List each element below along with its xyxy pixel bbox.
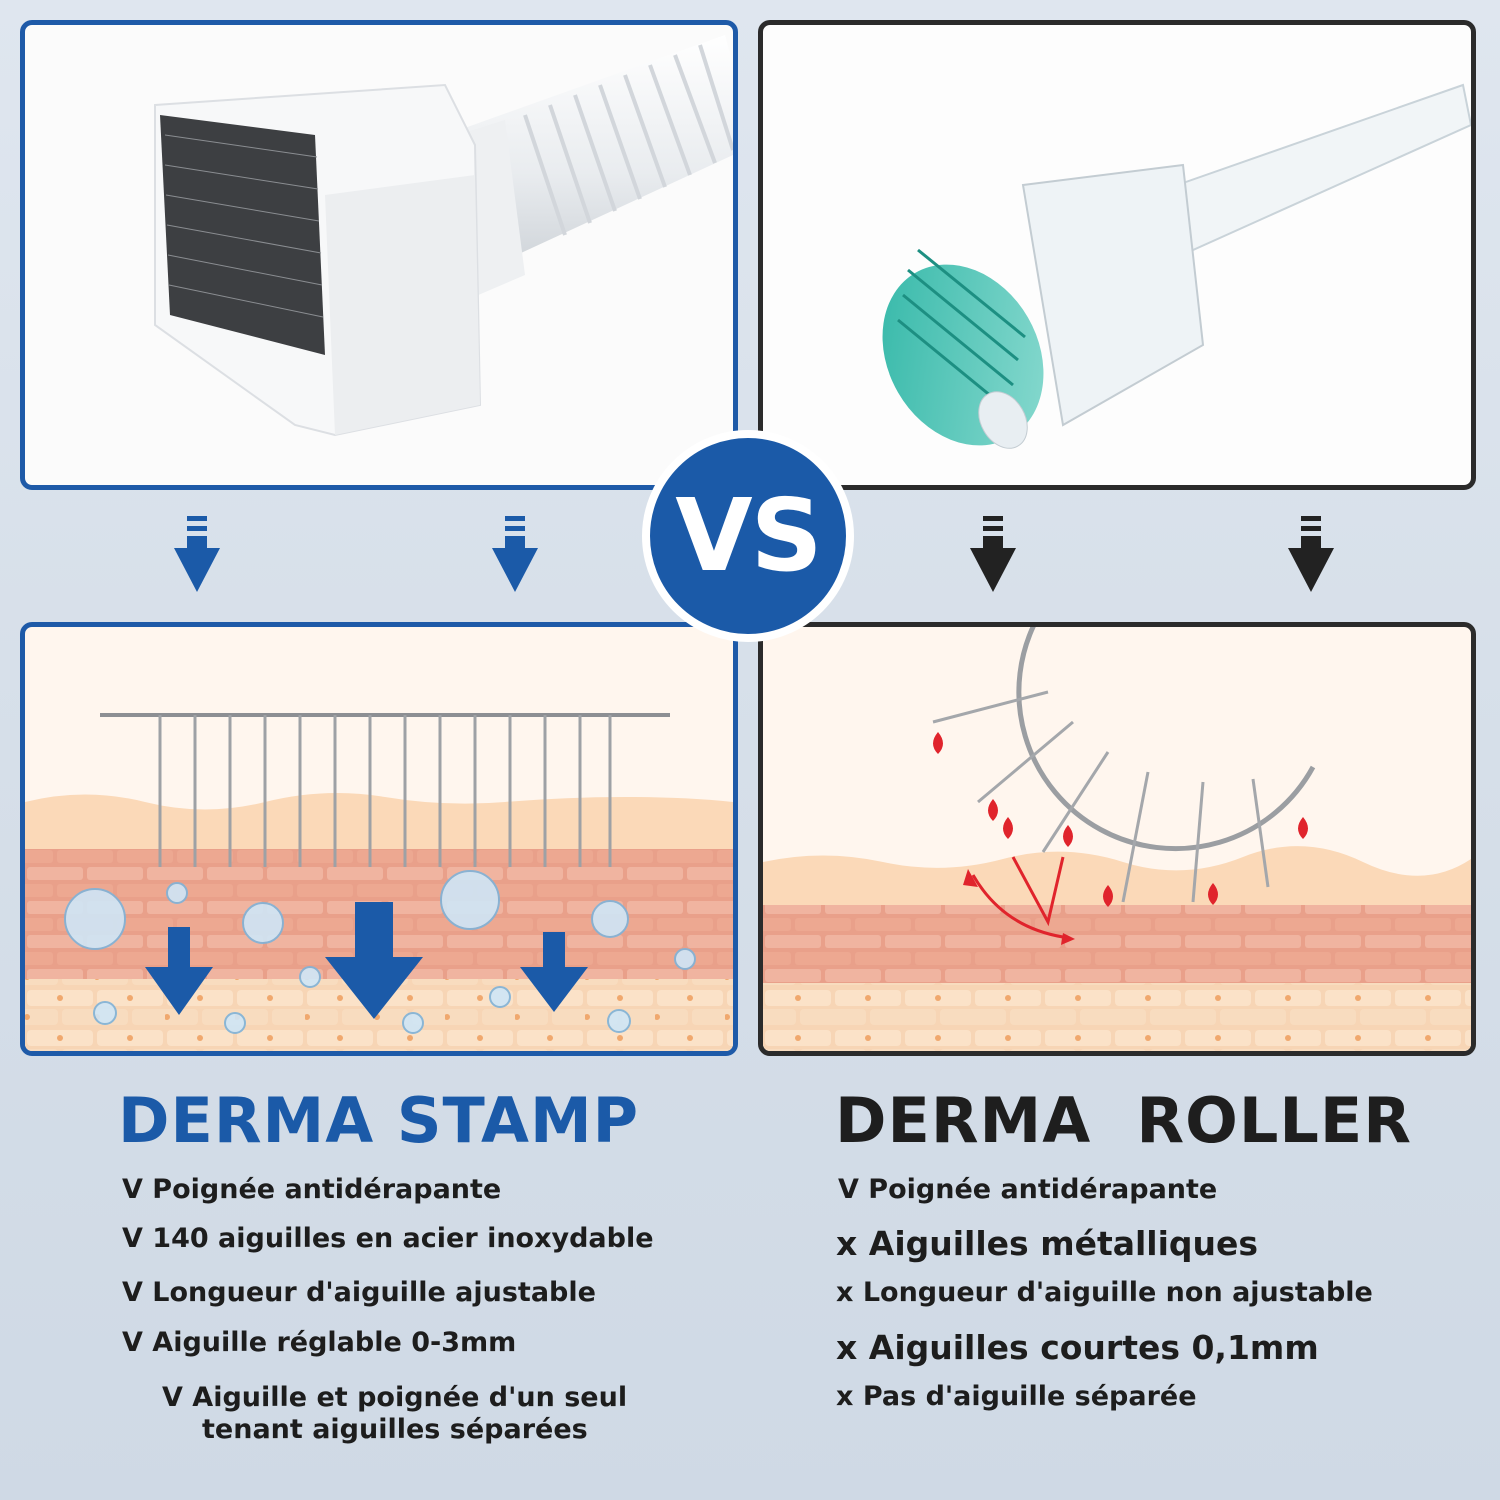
stamp-skin-diagram [25, 713, 733, 1051]
roller-feature-item: x Aiguilles métalliques [836, 1224, 1259, 1263]
derma-roller-title: DERMA ROLLER [835, 1084, 1412, 1157]
roller-skin-diagram-panel [758, 622, 1476, 1056]
arrow-down-icon [172, 514, 222, 594]
stamp-feature-item: V 140 aiguilles en acier inoxydable [122, 1223, 654, 1254]
roller-feature-item: x Longueur d'aiguille non ajustable [836, 1277, 1373, 1308]
roller-skin-diagram [763, 627, 1471, 1051]
stamp-feature-item: tenant aiguilles séparées [202, 1414, 588, 1445]
stamp-feature-item: V Aiguille et poignée d'un seul [162, 1382, 628, 1413]
derma-stamp-title: DERMA STAMP [118, 1084, 640, 1157]
vs-label: VS [675, 477, 822, 594]
roller-feature-item: x Pas d'aiguille séparée [836, 1381, 1197, 1412]
derma-stamp-photo-panel [20, 20, 738, 490]
stamp-skin-diagram-panel [20, 622, 738, 1056]
stamp-feature-item: V Aiguille réglable 0-3mm [122, 1327, 517, 1358]
arrow-down-icon [1286, 514, 1336, 594]
stamp-feature-item: V Longueur d'aiguille ajustable [122, 1277, 596, 1308]
arrow-down-icon [968, 514, 1018, 594]
roller-feature-item: V Poignée antidérapante [838, 1174, 1218, 1205]
vs-badge: VS [642, 430, 854, 642]
arrow-down-icon [490, 514, 540, 594]
derma-roller-illustration [882, 83, 1471, 449]
roller-feature-item: x Aiguilles courtes 0,1mm [836, 1328, 1319, 1367]
stamp-feature-item: V Poignée antidérapante [122, 1174, 502, 1205]
derma-stamp-illustration [154, 35, 733, 437]
derma-roller-photo-panel [758, 20, 1476, 490]
